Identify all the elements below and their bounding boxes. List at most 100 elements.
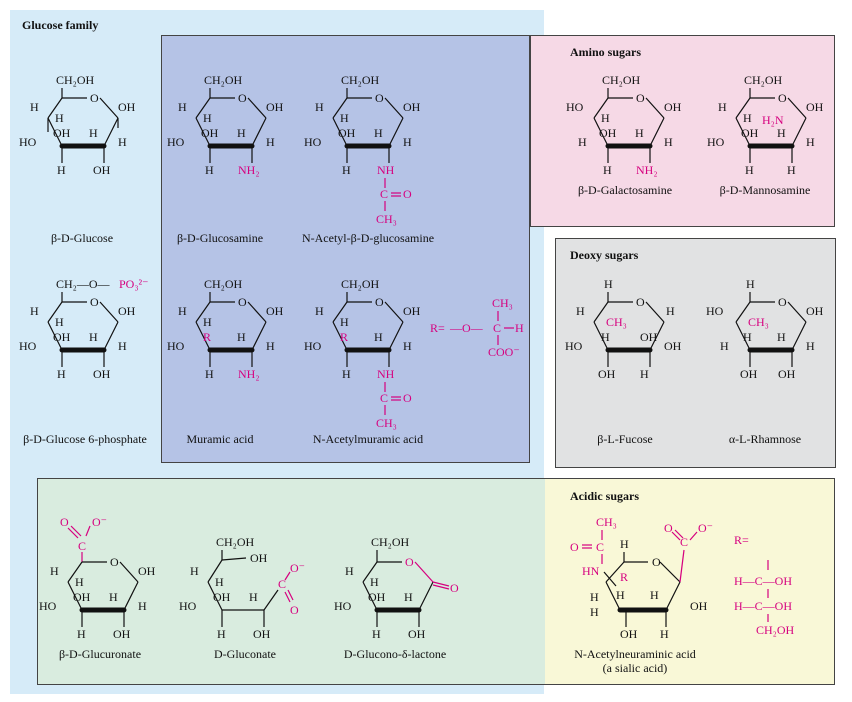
svg-text:O: O xyxy=(375,91,384,105)
svg-text:H: H xyxy=(590,605,599,619)
svg-text:H: H xyxy=(50,564,59,578)
svg-text:H: H xyxy=(374,126,383,140)
svg-text:HO: HO xyxy=(706,304,724,318)
caption-beta-d-galactosamine: β-D-Galactosamine xyxy=(577,183,673,197)
svg-text:NH: NH xyxy=(377,163,395,177)
svg-text:OH: OH xyxy=(403,100,421,114)
svg-text:HO: HO xyxy=(304,135,322,149)
svg-text:OH: OH xyxy=(266,100,284,114)
svg-text:OH: OH xyxy=(93,367,111,381)
svg-text:H—C—OH: H—C—OH xyxy=(734,599,792,613)
svg-text:HO: HO xyxy=(167,135,185,149)
svg-text:H: H xyxy=(746,277,755,291)
svg-text:O: O xyxy=(778,295,787,309)
svg-text:H: H xyxy=(806,339,815,353)
svg-text:CH₃: CH₃ xyxy=(606,315,627,329)
svg-text:H: H xyxy=(787,163,796,177)
svg-text:HO: HO xyxy=(39,599,57,613)
svg-text:OH: OH xyxy=(250,551,268,565)
svg-text:H: H xyxy=(205,367,214,381)
svg-text:H: H xyxy=(576,304,585,318)
svg-text:R=: R= xyxy=(734,533,749,547)
muramic-acid-structure: CH₂OH O OH H H R H HO H H NH₂ xyxy=(167,277,284,381)
svg-text:H: H xyxy=(178,304,187,318)
caption-d-gluconate: D-Gluconate xyxy=(214,647,276,661)
svg-text:O: O xyxy=(403,187,412,201)
svg-text:HN: HN xyxy=(582,564,600,578)
d-glucono-delta-lactone-structure: CH₂OH O O H H OH H HO H OH xyxy=(334,535,459,641)
svg-text:OH: OH xyxy=(113,627,131,641)
svg-text:O: O xyxy=(60,515,69,529)
svg-text:H: H xyxy=(30,304,39,318)
caption-beta-d-glucuronate: β-D-Glucuronate xyxy=(58,647,142,661)
svg-text:H: H xyxy=(616,588,625,602)
caption-beta-d-mannosamine: β-D-Mannosamine xyxy=(719,183,811,197)
svg-text:H: H xyxy=(340,111,349,125)
svg-text:H: H xyxy=(89,330,98,344)
svg-text:CH₂OH: CH₂OH xyxy=(744,73,783,87)
svg-text:H: H xyxy=(515,321,524,335)
svg-text:O⁻: O⁻ xyxy=(290,561,305,575)
svg-text:H: H xyxy=(237,126,246,140)
svg-text:CH₃: CH₃ xyxy=(492,296,513,310)
svg-text:O: O xyxy=(778,91,787,105)
svg-text:H: H xyxy=(118,135,127,149)
svg-text:HO: HO xyxy=(707,135,725,149)
svg-text:O⁻: O⁻ xyxy=(92,515,107,529)
svg-text:C: C xyxy=(278,577,286,591)
svg-text:H: H xyxy=(650,588,659,602)
svg-text:HO: HO xyxy=(179,599,197,613)
svg-text:H: H xyxy=(55,111,64,125)
svg-text:H: H xyxy=(203,315,212,329)
svg-text:OH: OH xyxy=(213,590,231,604)
svg-text:H: H xyxy=(720,339,729,353)
svg-text:O: O xyxy=(664,521,673,535)
svg-text:HO: HO xyxy=(19,339,37,353)
svg-text:OH: OH xyxy=(740,367,758,381)
svg-text:H: H xyxy=(138,599,147,613)
sialic-r-group-structure: R= H—C—OH H—C—OH CH₂OH xyxy=(734,533,795,637)
svg-text:H: H xyxy=(190,564,199,578)
caption-muramic-acid: Muramic acid xyxy=(186,432,254,446)
svg-text:H: H xyxy=(635,126,644,140)
beta-d-glucosamine-structure: CH₂OH O OH H H OH H HO H H NH₂ xyxy=(167,73,284,177)
svg-text:O: O xyxy=(570,540,579,554)
caption-a-sialic-acid: (a sialic acid) xyxy=(602,661,668,675)
svg-text:OH: OH xyxy=(253,627,271,641)
svg-text:OH: OH xyxy=(640,330,658,344)
amino-sugars-heading: Amino sugars xyxy=(570,45,642,59)
svg-text:H: H xyxy=(578,135,587,149)
svg-text:CH₂OH: CH₂OH xyxy=(56,73,95,87)
svg-text:OH: OH xyxy=(599,126,617,140)
svg-text:R: R xyxy=(203,330,211,344)
svg-text:H: H xyxy=(590,590,599,604)
svg-text:C: C xyxy=(78,539,86,553)
glucose-derivatives-panel xyxy=(161,35,530,463)
svg-text:R: R xyxy=(340,330,348,344)
svg-text:H: H xyxy=(340,315,349,329)
svg-text:OH: OH xyxy=(93,163,111,177)
svg-text:OH: OH xyxy=(806,304,824,318)
svg-text:H: H xyxy=(806,135,815,149)
svg-text:R=: R= xyxy=(430,321,445,335)
svg-text:OH: OH xyxy=(53,126,71,140)
svg-text:OH: OH xyxy=(664,339,682,353)
svg-text:OH: OH xyxy=(338,126,356,140)
caption-d-glucono-delta-lactone: D-Glucono-δ-lactone xyxy=(343,647,447,661)
caption-n-acetyl-beta-d-glucosamine: N-Acetyl-β-D-glucosamine xyxy=(301,231,435,245)
svg-text:H: H xyxy=(118,339,127,353)
svg-text:H: H xyxy=(75,575,84,589)
svg-text:H: H xyxy=(743,330,752,344)
n-acetylmuramic-acid-structure: CH₂OH O OH H H R H HO H H NH C O CH₃ xyxy=(304,277,421,430)
svg-text:H: H xyxy=(205,163,214,177)
n-acetylneuraminic-acid-structure: CH₃ O C HN H R O C O O⁻ H H H OH H OH H xyxy=(570,515,713,641)
svg-text:OH: OH xyxy=(690,599,708,613)
svg-text:OH: OH xyxy=(778,367,796,381)
svg-text:NH₂: NH₂ xyxy=(238,163,260,177)
svg-text:H: H xyxy=(315,100,324,114)
svg-text:R: R xyxy=(620,570,628,584)
svg-text:NH₂: NH₂ xyxy=(636,163,658,177)
svg-text:PO₃²⁻: PO₃²⁻ xyxy=(119,277,148,291)
svg-text:H: H xyxy=(215,575,224,589)
svg-text:H: H xyxy=(777,330,786,344)
